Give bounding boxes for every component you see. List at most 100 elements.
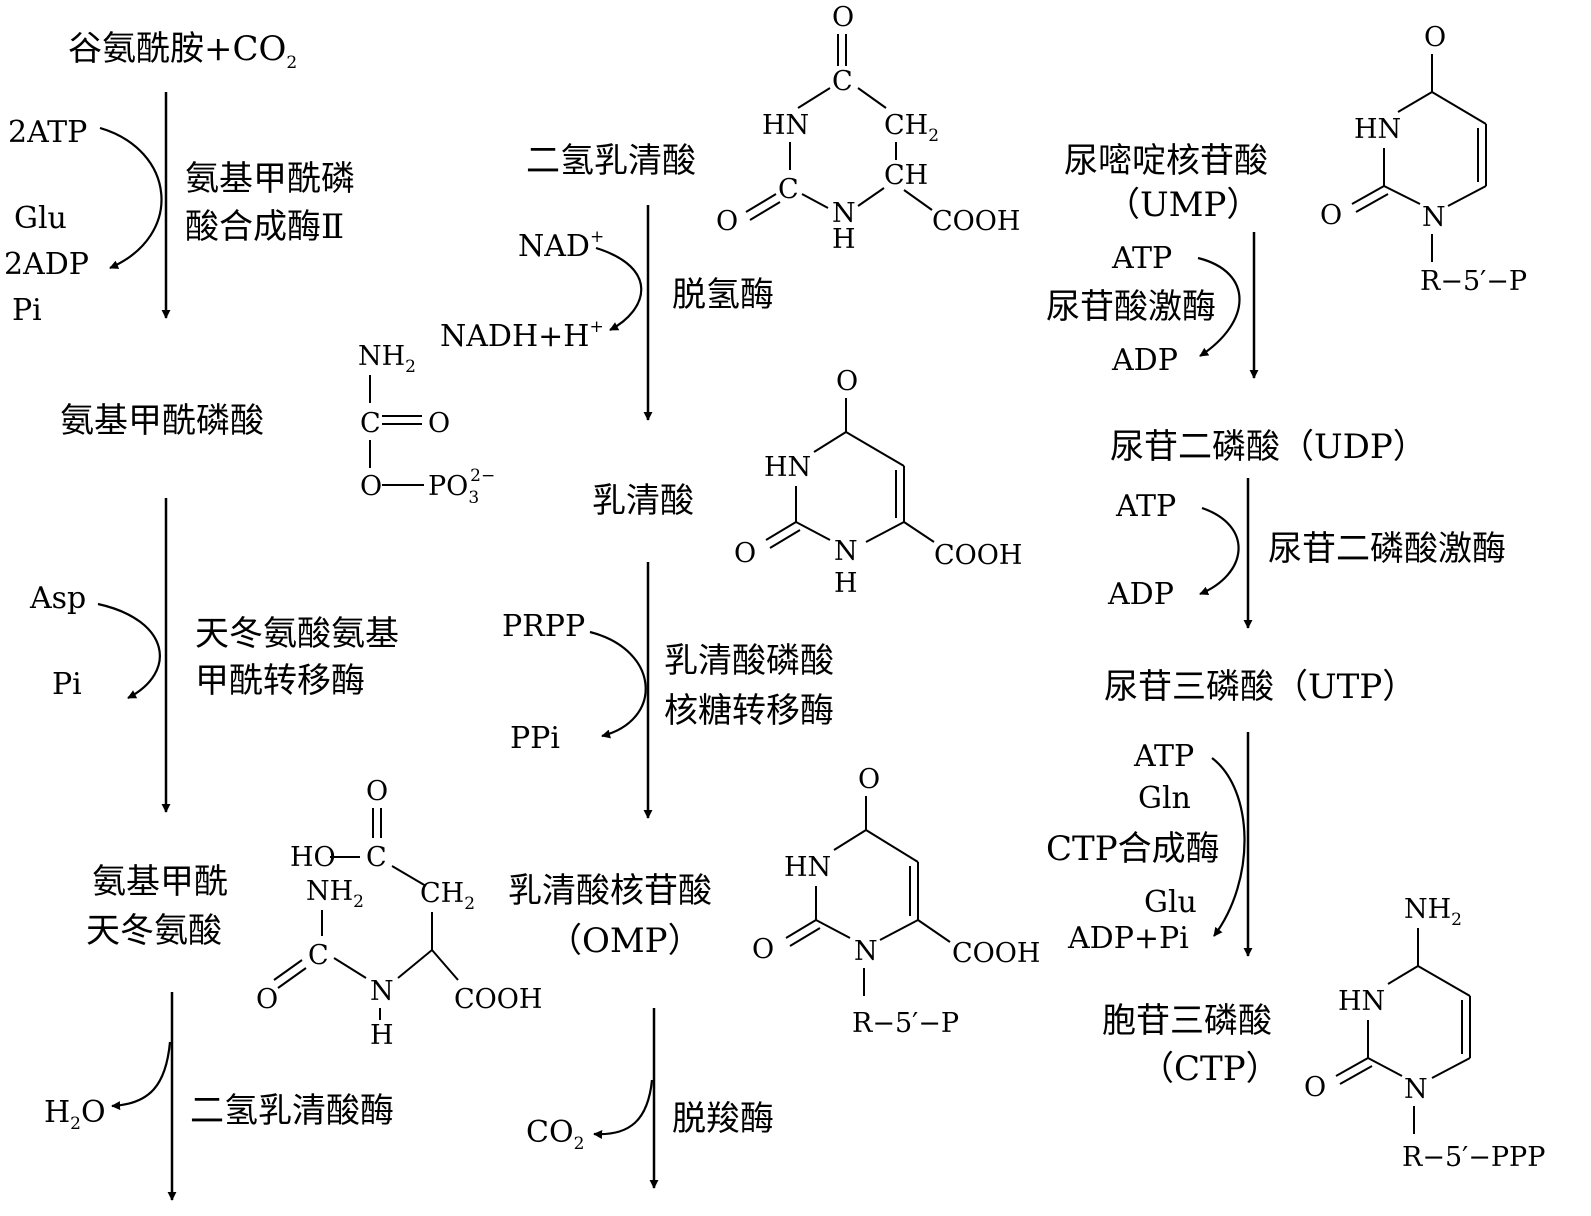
intermediate-utp: 尿苷三磷酸（UTP） [1104, 667, 1416, 707]
svg-text:CH2: CH2 [420, 878, 475, 914]
cofactor-nad: NAD [518, 229, 590, 264]
svg-text:谷氨酰胺+CO2: 谷氨酰胺+CO2 [68, 29, 297, 73]
cofactor-nad-charge: + [590, 227, 604, 247]
omp-o-top: O [858, 764, 880, 795]
cp-po-charge: 2− [470, 466, 495, 486]
enzyme-dihydroorotase: 二氢乳清酸酶 [190, 1091, 394, 1131]
cofactor-nadh-charge: + [589, 317, 603, 337]
enzyme-atcase-line1: 天冬氨酸氨基 [195, 614, 399, 654]
enzyme-oprt-line1: 乳清酸磷酸 [664, 641, 834, 681]
ca-ch-sub: 2 [464, 894, 475, 914]
intermediate-udp: 尿苷二磷酸（UDP） [1110, 427, 1427, 467]
intermediate-orotate: 乳清酸 [592, 481, 694, 521]
dho-c-top: C [832, 66, 853, 97]
curved-arrow-nad [595, 246, 643, 331]
ctp-n: N [1404, 1074, 1428, 1105]
cofactor-prpp: PRPP [502, 609, 585, 644]
intermediate-omp-line1: 乳清酸核苷酸 [508, 871, 712, 911]
water-h: H [44, 1095, 70, 1130]
oro-h: H [834, 568, 858, 599]
ump-n: N [1422, 202, 1446, 233]
enzyme-dehydrogenase: 脱氢酶 [672, 275, 774, 315]
ca-nh-sub: 2 [353, 892, 364, 912]
structure-omp: O HN O N COOH R−5′−P [752, 764, 1040, 1039]
cofactor-atp-1: ATP [1111, 241, 1172, 276]
omp-n: N [854, 936, 878, 967]
dho-o-left: O [716, 206, 738, 237]
cofactor-adp-1: ADP [1111, 343, 1178, 378]
ctp-r5ppp: R−5′−PPP [1402, 1142, 1545, 1173]
oro-o-top: O [836, 366, 858, 397]
ctp-o-left: O [1304, 1072, 1326, 1103]
oro-o-left: O [734, 538, 756, 569]
cofactor-asp: Asp [29, 581, 86, 616]
curved-arrow-water [111, 1041, 172, 1111]
ca-c-acid: C [366, 842, 387, 873]
ca-o-left: O [256, 984, 278, 1015]
oro-n: N [834, 536, 858, 567]
enzyme-cps2-line1: 氨基甲酰磷 [185, 159, 355, 199]
product-co: CO [526, 1115, 574, 1150]
structure-carbamoyl-phosphate: NH2 C O O PO32− [358, 341, 495, 508]
enzyme-udp-kinase: 尿苷二磷酸激酶 [1268, 529, 1506, 569]
curved-arrow-atp-2 [1199, 506, 1240, 596]
curved-arrow-asp [97, 602, 161, 699]
svg-text:CO2: CO2 [526, 1115, 584, 1154]
omp-o-left: O [752, 934, 774, 965]
cofactor-2atp: 2ATP [8, 115, 87, 150]
cofactor-adp-2: ADP [1107, 577, 1174, 612]
ump-hn: HN [1354, 114, 1401, 145]
cofactor-pi-1: Pi [12, 293, 42, 328]
intermediate-carbamoyl-aspartate-line2: 天冬氨酸 [86, 911, 222, 951]
water-subscript: 2 [70, 1114, 81, 1134]
cofactor-ppi: PPi [510, 721, 560, 756]
ctp-nh: NH [1404, 894, 1451, 925]
enzyme-ump-kinase: 尿苷酸激酶 [1046, 287, 1216, 327]
dho-ch: CH [884, 160, 928, 191]
water-o: O [81, 1095, 106, 1130]
svg-text:NAD+: NAD+ [518, 227, 604, 264]
cofactor-pi-2: Pi [52, 667, 82, 702]
intermediate-carbamoyl-phosphate: 氨基甲酰磷酸 [60, 401, 264, 441]
structure-dihydroorotate: O C HN CH2 C CH O N H COOH [716, 2, 1020, 255]
intermediate-dihydroorotate: 二氢乳清酸 [526, 141, 696, 181]
ump-o-top: O [1424, 22, 1446, 53]
cp-c: C [360, 408, 381, 439]
cofactor-glu: Glu [1144, 885, 1197, 920]
cp-nh-sub: 2 [405, 357, 416, 377]
omp-hn: HN [784, 852, 831, 883]
enzyme-ctp-synthase: CTP合成酶 [1046, 829, 1220, 869]
enzyme-atcase-line2: 甲酰转移酶 [195, 661, 365, 701]
curved-arrow-atp-3 [1211, 757, 1246, 937]
dho-hn: HN [762, 110, 809, 141]
svg-text:PO32−: PO32− [428, 466, 495, 508]
cofactor-adp-pi: ADP+Pi [1067, 921, 1189, 956]
ctp-nh-sub: 2 [1451, 910, 1462, 930]
ump-r5p: R−5′−P [1420, 266, 1527, 297]
product-ctp-line2: （CTP） [1140, 1049, 1280, 1089]
structure-carbamoyl-aspartate: O HO C NH2 CH2 C O N H COOH [256, 776, 542, 1051]
ca-ho: HO [290, 842, 336, 873]
omp-cooh: COOH [952, 938, 1040, 969]
dho-h: H [832, 224, 856, 255]
start-label: 谷氨酰胺+CO [68, 29, 286, 69]
svg-text:CH2: CH2 [884, 110, 939, 146]
ca-ch: CH [420, 878, 464, 909]
cofactor-glu: Glu [14, 201, 67, 236]
svg-text:NADH+H+: NADH+H+ [440, 317, 604, 354]
cp-o-double: O [428, 408, 450, 439]
ctp-hn: HN [1338, 986, 1385, 1017]
dho-ch-sub: 2 [928, 126, 939, 146]
cp-po: PO [428, 471, 468, 502]
cofactor-gln: Gln [1138, 781, 1191, 816]
enzyme-cps2-line2: 酸合成酶Ⅱ [185, 207, 344, 247]
cofactor-2adp: 2ADP [4, 247, 89, 282]
curved-arrow-atp [99, 126, 163, 270]
cofactor-atp-3: ATP [1133, 739, 1194, 774]
structure-ump: O HN O N R−5′−P [1320, 22, 1527, 297]
cp-o-single: O [360, 471, 382, 502]
ca-o-top: O [366, 776, 388, 807]
ump-line1: 尿嘧啶核苷酸 [1064, 141, 1268, 181]
